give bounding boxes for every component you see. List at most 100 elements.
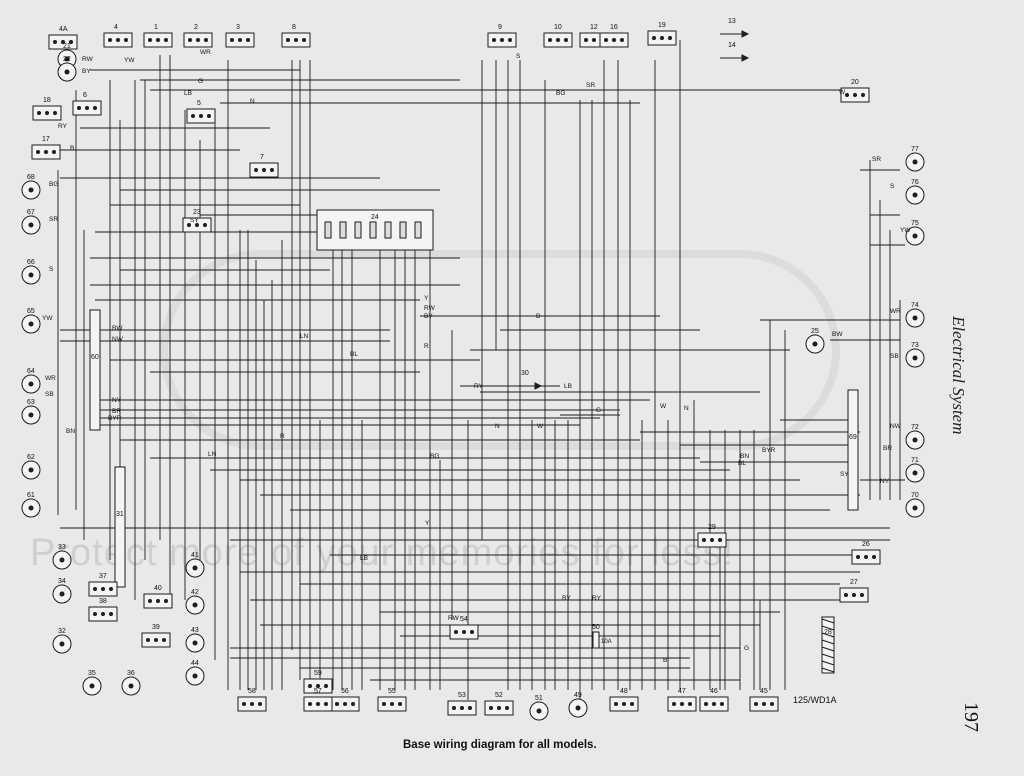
- component-40: [143, 593, 173, 609]
- watermark-text: Protect more of your memories for less!: [30, 532, 735, 574]
- component-number: 7: [260, 154, 264, 161]
- component-number: 24: [371, 214, 379, 221]
- component-45: [749, 696, 779, 712]
- wire-code-label: SR: [49, 216, 58, 223]
- component-number: 10: [554, 24, 562, 31]
- component-number: 40: [154, 585, 162, 592]
- wire-code-label: LN: [208, 451, 217, 458]
- component-number: 71: [911, 457, 919, 464]
- wire-code-label: B: [536, 313, 540, 320]
- component-63: [21, 405, 41, 425]
- wire-code-label: BG: [556, 90, 565, 97]
- component-48: [609, 696, 639, 712]
- wire-code-label: WR: [890, 308, 901, 315]
- component-number: 28: [824, 629, 832, 636]
- watermark-logo-outline: [160, 250, 840, 450]
- wire-code-label: SB: [45, 391, 54, 398]
- wire-code-label: G: [198, 78, 203, 85]
- component-number: 50: [592, 624, 600, 631]
- component-25: [805, 334, 825, 354]
- component-number: 12: [590, 24, 598, 31]
- component-number: 35: [88, 670, 96, 677]
- wire-code-label: WR: [200, 49, 211, 56]
- wire-code-label: BW: [112, 325, 123, 332]
- component-number: 38: [99, 598, 107, 605]
- component-65: [21, 314, 41, 334]
- component-number: 61: [27, 492, 35, 499]
- component-number: 51: [535, 695, 543, 702]
- wire-code-label: LB: [360, 555, 368, 562]
- component-42: [185, 595, 205, 615]
- component-22: [57, 62, 77, 82]
- component-number: 20: [851, 79, 859, 86]
- wire-code-label: BY: [424, 313, 433, 320]
- component-number: 23: [193, 209, 201, 216]
- fuse-rating-label: 10A: [601, 639, 612, 645]
- component-number: 41: [191, 552, 199, 559]
- component-number: 34: [58, 578, 66, 585]
- wire-code-label: RW: [82, 56, 94, 63]
- component-19: [647, 30, 677, 46]
- wire-code-label: W: [660, 403, 667, 410]
- component-38: [88, 606, 118, 622]
- wire-code-label: S: [516, 53, 521, 60]
- wire-code-label: YW: [124, 57, 135, 64]
- component-77: [905, 152, 925, 172]
- component-26: [851, 549, 881, 565]
- wire-code-label: N: [495, 423, 500, 430]
- component-47: [667, 696, 697, 712]
- wire-code-label: BY: [82, 68, 91, 75]
- component-number: 53: [458, 692, 466, 699]
- component-number: 62: [27, 454, 35, 461]
- wire-code-label: SY: [840, 471, 849, 478]
- component-number: 26: [862, 541, 870, 548]
- component-72: [905, 430, 925, 450]
- component-number: 27: [850, 579, 858, 586]
- wire-code-label: BG: [49, 181, 58, 188]
- wire-code-label: BG: [430, 453, 439, 460]
- component-number: 75: [911, 220, 919, 227]
- component-9: [487, 32, 517, 48]
- wire-code-label: N: [250, 98, 255, 105]
- component-number: 64: [27, 368, 35, 375]
- component-number: 21: [63, 43, 71, 50]
- component-number: 29: [708, 524, 716, 531]
- component-62: [21, 460, 41, 480]
- component-number: 6: [83, 92, 87, 99]
- wire-code-label: N: [684, 405, 689, 412]
- wire-code-label: SB: [890, 353, 899, 360]
- wire-code-label: NW: [112, 336, 124, 343]
- component-number: 60: [91, 354, 99, 361]
- wire-code-label: R: [424, 343, 429, 350]
- component-60: [89, 309, 101, 431]
- component-57: [303, 696, 333, 712]
- wire-code-label: YW: [900, 227, 911, 234]
- component-76: [905, 185, 925, 205]
- wire-code-label: BR: [883, 445, 892, 452]
- component-74: [905, 308, 925, 328]
- component-number: 49: [574, 692, 582, 699]
- component-number: 39: [152, 624, 160, 631]
- wire-code-label: NW: [890, 423, 902, 430]
- wire-code-label: NY: [880, 478, 890, 485]
- component-number: 33: [58, 544, 66, 551]
- component-56: [330, 696, 360, 712]
- wire-code-label: RY: [474, 383, 484, 390]
- component-61: [21, 498, 41, 518]
- component-number: 59: [314, 670, 322, 677]
- component-number: 22: [63, 56, 71, 63]
- wire-code-label: W: [839, 89, 846, 96]
- component-number: 58: [248, 688, 256, 695]
- wire-code-label: LB: [564, 383, 572, 390]
- component-30: [513, 382, 543, 390]
- component-number: 5: [197, 100, 201, 107]
- component-number: 37: [99, 573, 107, 580]
- component-number: 1: [154, 24, 158, 31]
- component-75: [905, 226, 925, 246]
- wire-code-label: LB: [184, 90, 192, 97]
- component-8: [281, 32, 311, 48]
- wire-code-label: WR: [45, 375, 56, 382]
- component-71: [905, 463, 925, 483]
- component-number: 48: [620, 688, 628, 695]
- component-number: 46: [710, 688, 718, 695]
